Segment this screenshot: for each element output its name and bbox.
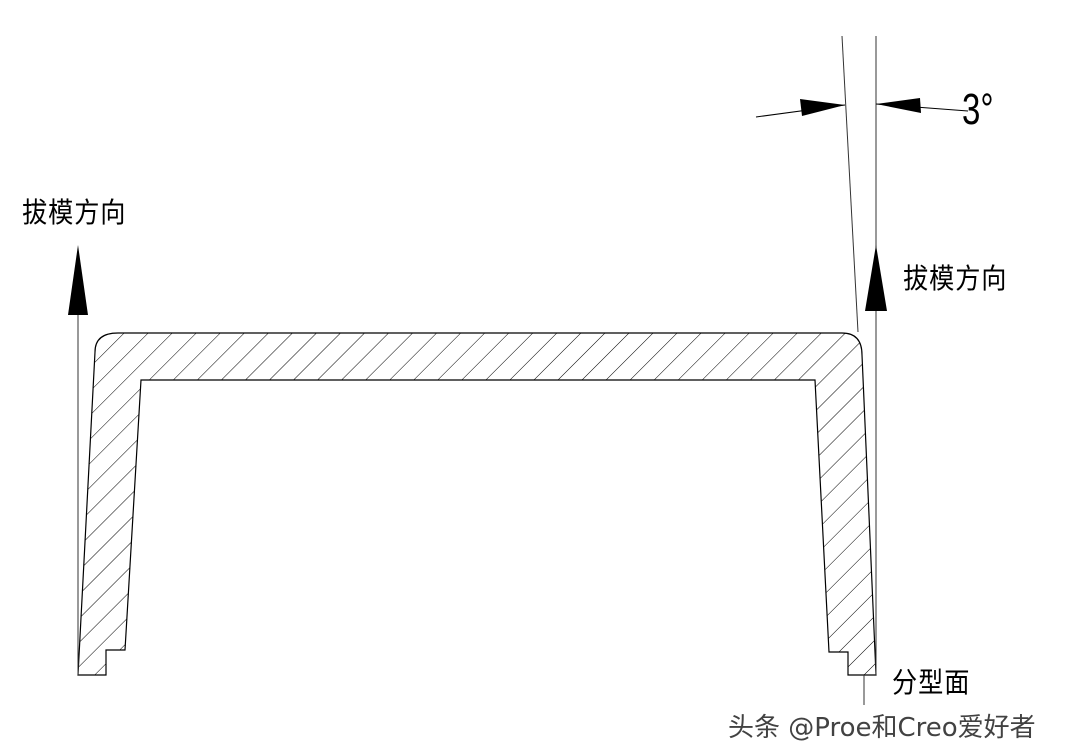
draft-direction-label-left: 拔模方向 (22, 196, 127, 229)
parting-surface-label: 分型面 (892, 666, 971, 699)
drafted-wall-extension-line (841, 35, 859, 333)
dimension-arrow-icon (800, 99, 845, 116)
watermark: 头条 @Proe和Creo爱好者 (728, 713, 1036, 743)
part-cross-section (77, 332, 877, 676)
left-draft-arrow (68, 245, 88, 675)
draft-direction-label-right: 拔模方向 (903, 262, 1008, 295)
draft-angle-dimension (755, 35, 969, 333)
draft-angle-label: 3° (962, 85, 994, 134)
section-hatching (78, 333, 876, 675)
arrow-up-icon (68, 245, 88, 315)
arrow-up-icon (865, 245, 887, 311)
dimension-arrow-icon (876, 98, 921, 113)
part-outline (77, 332, 877, 676)
right-draft-arrow (865, 36, 887, 675)
